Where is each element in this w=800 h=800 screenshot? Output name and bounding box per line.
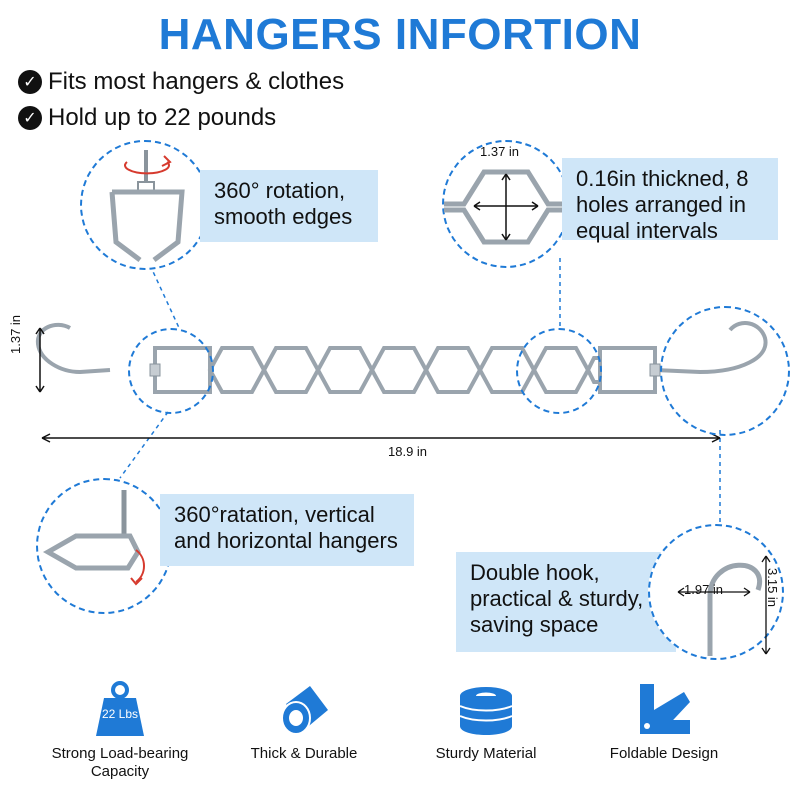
feature-sturdy: Sturdy Material [406,680,566,763]
connector-bottom-left [119,411,169,479]
tube-icon [281,686,328,735]
feature-foldable: Foldable Design [584,680,744,763]
checkmark-icon: ✓ [18,70,42,94]
feature-label: Sturdy Material [435,745,537,762]
feature-label: Foldable Design [609,745,719,762]
foldable-icon [640,684,690,734]
rotation-top-detail [80,140,210,270]
hole-highlight [516,328,602,414]
length-label: 18.9 in [388,444,428,459]
weight-icon: 22 Lbs [96,681,144,736]
rotation-arrow-icon [135,549,145,583]
left-hook [35,322,111,375]
right-end-frame [598,346,657,394]
length-dimension [41,433,721,443]
hook-width-label: 1.97 in [684,582,724,597]
page-title: HANGERS INFORTION [158,10,642,59]
bullet-text: Hold up to 22 pounds [48,104,277,131]
feature-label: Strong Load-bearing Capacity [51,745,189,780]
thickness-detail [442,140,572,268]
wire-coil-icon [459,687,513,735]
feature-thick: Thick & Durable [224,680,384,763]
weight-icon-text: 22 Lbs [102,707,138,721]
callout-double-hook: Double hook, practical & sturdy, saving … [456,552,676,652]
bullet-fits-hangers: ✓ Fits most hangers & clothes [18,68,344,96]
swivel-illustration [109,150,185,262]
s-hook-illustration [677,555,771,656]
hook-height-label: 3.15 in [765,568,780,608]
checkmark-icon: ✓ [18,106,42,130]
swivel-highlight-left [128,328,214,414]
height-label: 1.37 in [8,314,23,354]
callout-thickness: 0.16in thickned, 8 holes arranged in equ… [562,158,778,243]
hook-joint-illustration [42,490,145,586]
rotation-arrow-icon [124,161,170,175]
hook-size-detail [648,524,784,660]
hole-width-label: 1.37 in [480,144,520,159]
feature-label: Thick & Durable [250,745,358,762]
callout-rotation-top: 360° rotation, smooth edges [200,170,378,242]
bullet-hold-weight: ✓ Hold up to 22 pounds [18,104,276,132]
height-dimension [35,327,45,393]
rotation-bottom-detail [36,478,172,614]
hex-link-illustration [444,169,572,245]
feature-load-bearing: 22 Lbs Strong Load-bearing Capacity [40,680,200,781]
connector-top-left [149,264,181,331]
hook-highlight-right [660,306,790,436]
bullet-text: Fits most hangers & clothes [48,68,345,95]
callout-rotation-bottom: 360°ratation, vertical and horizontal ha… [160,494,414,566]
